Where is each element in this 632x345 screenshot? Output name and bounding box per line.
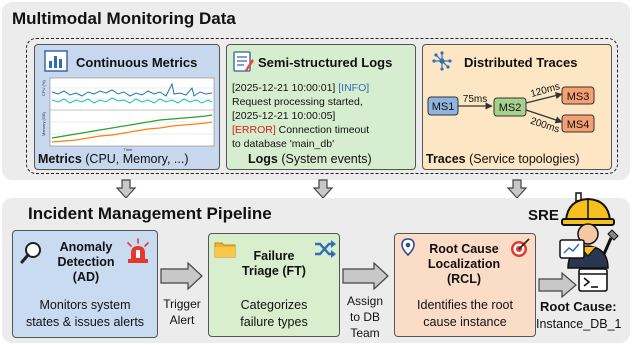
ad-title-line-3: (AD): [72, 270, 100, 284]
rcl-title-line-3: (RCL): [446, 272, 481, 286]
trace-node-ms4-box: [561, 114, 595, 133]
rcl-description-line-1: Identifies the root: [417, 298, 513, 312]
metrics-caption-bold: Metrics: [38, 152, 82, 166]
ad-description-line-1: Monitors system: [39, 298, 131, 312]
trace-node-ms3: MS3: [567, 91, 590, 103]
ft-description-line-2: failure types: [240, 315, 308, 329]
shuffle-icon: [315, 240, 336, 258]
trace-node-ms1-box: [427, 96, 459, 116]
rcl-title-line-2: Localization: [427, 257, 501, 271]
down-arrow-metrics: [115, 179, 137, 199]
arrow-ft-to-rcl: [342, 261, 389, 291]
log-line-1: [2025-12-21 10:00:01] [INFO]: [232, 82, 369, 94]
log-line-2: Request processing started,: [232, 96, 363, 108]
metrics-chart-top-axis-label: CPU (%): [41, 80, 46, 96]
rcl-description-line-2: cause instance: [423, 315, 507, 329]
sre-engineer-icon: [559, 192, 619, 269]
ad-title-line-1: Anomaly: [59, 240, 113, 254]
arrow2-label-line-1: Assign: [346, 294, 384, 308]
log-line-1-timestamp: [2025-12-21 10:00:01]: [232, 82, 336, 94]
arrow-rcl-to-result: [538, 271, 577, 299]
ad-title-line-2: Detection: [57, 255, 115, 269]
ft-description-line-1: Categorizes: [240, 298, 308, 312]
siren-alarm-icon: [127, 238, 149, 263]
trace-edge-3-label: 200ms: [529, 116, 561, 136]
trace-graph: MS1 MS2 MS3 MS4 75ms 120ms 200ms: [427, 81, 595, 136]
log-line-4-rest: Connection timeout: [275, 124, 370, 136]
traces-caption-rest: (Service topologies): [465, 152, 580, 166]
terminal-icon: [578, 268, 608, 292]
metrics-caption: Metrics (CPU, Memory, ...): [38, 152, 189, 166]
log-file-icon: [233, 51, 254, 72]
metrics-chart-bottom-axis-label: Memory (GB): [41, 111, 46, 136]
trace-node-ms3-box: [561, 86, 595, 105]
arrow1-label-line-1: Trigger: [163, 297, 201, 311]
traces-caption: Traces (Service topologies): [426, 152, 580, 166]
monitoring-title: Multimodal Monitoring Data: [12, 9, 236, 28]
logs-card-title: Semi-structured Logs: [258, 55, 393, 70]
trace-edge-1-label: 75ms: [463, 94, 487, 105]
metrics-chart-x-label: Time: [124, 147, 134, 152]
logs-card: [226, 44, 416, 170]
logs-caption-bold: Logs: [248, 152, 278, 166]
ft-title-line-1: Failure: [253, 249, 295, 263]
ad-description-line-2: states & issues alerts: [25, 315, 145, 329]
traces-caption-bold: Traces: [426, 152, 466, 166]
arrow2-label-line-3: Team: [350, 326, 380, 340]
logs-caption-rest: (System events): [277, 152, 372, 166]
pipeline-title: Incident Management Pipeline: [28, 204, 272, 223]
sre-label: SRE: [528, 207, 559, 224]
trace-node-ms4: MS4: [567, 119, 590, 131]
log-error-level: [ERROR]: [232, 124, 276, 136]
metrics-card-title: Continuous Metrics: [76, 55, 198, 70]
network-icon: [432, 51, 452, 71]
root-cause-result-title: Root Cause:: [540, 299, 617, 314]
trace-node-ms2-box: [493, 97, 527, 117]
log-line-4: [ERROR] Connection timeout: [232, 124, 369, 136]
log-line-5: to database 'main_db': [232, 138, 335, 150]
trace-edge-3: [525, 109, 563, 124]
map-pin-icon: [401, 238, 415, 257]
down-arrow-logs: [312, 179, 334, 199]
trace-edge-2: [525, 92, 563, 104]
target-icon: [511, 238, 530, 257]
metrics-chart: CPU (%) Memory (GB) Time: [41, 77, 215, 152]
arrow2-label-line-2: to DB: [349, 310, 380, 324]
ft-title-line-2: Triage (FT): [242, 264, 306, 278]
magnifier-icon: [20, 242, 41, 264]
log-line-3: [2025-12-21 10:00:05]: [232, 110, 336, 122]
traces-card-title: Distributed Traces: [464, 55, 578, 70]
root-cause-result-value: Instance_DB_1: [536, 317, 622, 331]
bar-chart-icon: [44, 50, 68, 72]
monitoring-dashed-group: [26, 38, 618, 174]
arrow1-label-line-2: Alert: [169, 313, 195, 327]
folder-icon: [214, 242, 236, 258]
trace-node-ms1: MS1: [432, 101, 455, 113]
down-arrow-traces: [506, 179, 528, 199]
trace-edge-2-label: 120ms: [529, 81, 561, 100]
metrics-caption-rest: (CPU, Memory, ...): [81, 152, 189, 166]
logs-caption: Logs (System events): [248, 152, 372, 166]
log-info-level: [INFO]: [338, 82, 370, 94]
arrow-ad-to-ft: [160, 261, 203, 291]
trace-node-ms2: MS2: [499, 102, 522, 114]
rcl-title-line-1: Root Cause: [429, 242, 499, 256]
